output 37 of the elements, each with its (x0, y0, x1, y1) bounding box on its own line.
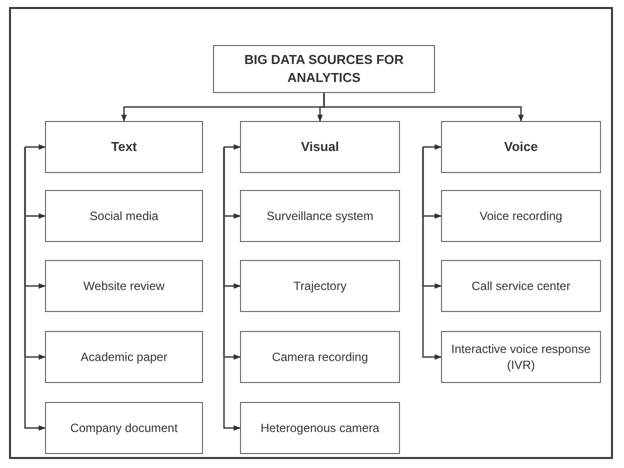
source-label: Interactive voice response (IVR) (450, 340, 592, 374)
category-box (240, 121, 400, 173)
arrow (24, 147, 46, 431)
source-label: Website review (83, 278, 165, 294)
category-label: Voice (504, 138, 538, 156)
title-box (213, 45, 435, 93)
arrow (223, 144, 241, 150)
source-label: Heterogenous camera (260, 420, 380, 436)
category-box (45, 121, 203, 173)
source-label: Trajectory (294, 278, 346, 294)
source-label: Voice recording (480, 208, 562, 224)
category-label: Visual (300, 138, 340, 156)
arrow (422, 147, 442, 360)
source-label: Academic paper (80, 348, 168, 366)
source-box (240, 260, 400, 312)
source-box (45, 402, 203, 454)
source-box (240, 402, 400, 454)
source-label: Camera recording (272, 348, 368, 366)
source-box (45, 331, 203, 383)
source-label: Call service center (472, 278, 570, 294)
source-box (441, 331, 601, 383)
source-box (240, 331, 400, 383)
source-label: Social media (90, 208, 158, 224)
title-text: BIG DATA SOURCES FOR ANALYTICS (243, 51, 405, 87)
source-label: Surveillance system (266, 208, 374, 224)
source-box (441, 260, 601, 312)
arrow (323, 93, 524, 122)
category-box (441, 121, 601, 173)
source-label: Company document (70, 420, 178, 436)
arrow (422, 144, 442, 150)
source-box (45, 260, 203, 312)
source-box (240, 190, 400, 242)
source-box (441, 190, 601, 242)
category-label: Text (111, 138, 137, 156)
source-box (45, 190, 203, 242)
arrow (24, 144, 46, 150)
arrow (223, 147, 241, 431)
